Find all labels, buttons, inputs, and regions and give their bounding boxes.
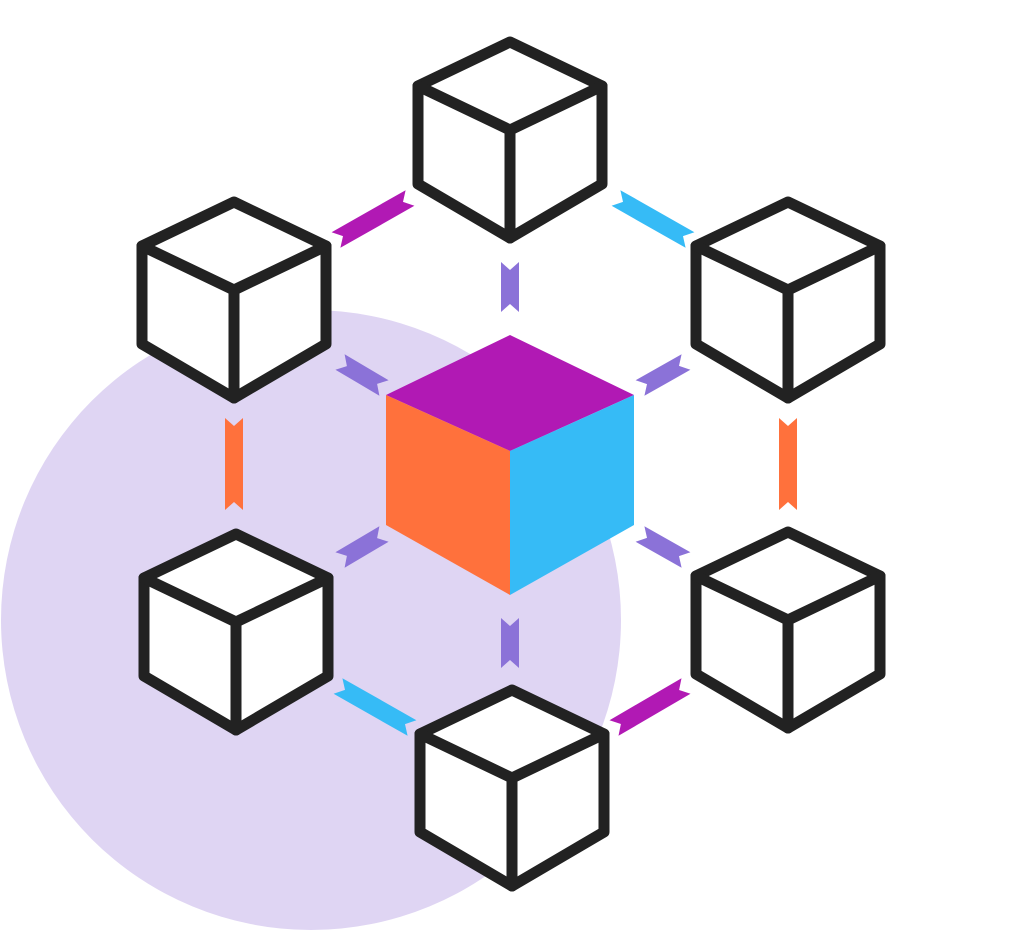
connector-link <box>331 190 415 248</box>
center-cube-top-face <box>386 335 634 451</box>
connector-link <box>635 354 691 396</box>
connector-link <box>611 190 695 248</box>
outer-cube-bottom <box>414 684 610 892</box>
connector-link <box>501 262 519 312</box>
outer-cube-bottom-right <box>690 526 886 734</box>
connector-link <box>609 678 691 736</box>
outer-cube-top-left <box>136 196 332 404</box>
outer-cube-top-right <box>690 196 886 404</box>
connector-link <box>501 618 519 668</box>
center-cube <box>386 335 634 595</box>
outer-cube-top <box>412 36 608 244</box>
connector-link <box>335 526 389 568</box>
center-cube-left-face <box>386 395 510 595</box>
outer-cube-bottom-left <box>138 528 334 736</box>
connector-link <box>635 526 691 568</box>
outer-cubes <box>136 36 886 892</box>
connector-link <box>335 354 389 396</box>
connector-link <box>333 678 417 736</box>
connector-links <box>225 190 797 736</box>
connector-link <box>779 418 797 510</box>
center-cube-right-face <box>510 395 634 595</box>
connector-link <box>225 418 243 510</box>
